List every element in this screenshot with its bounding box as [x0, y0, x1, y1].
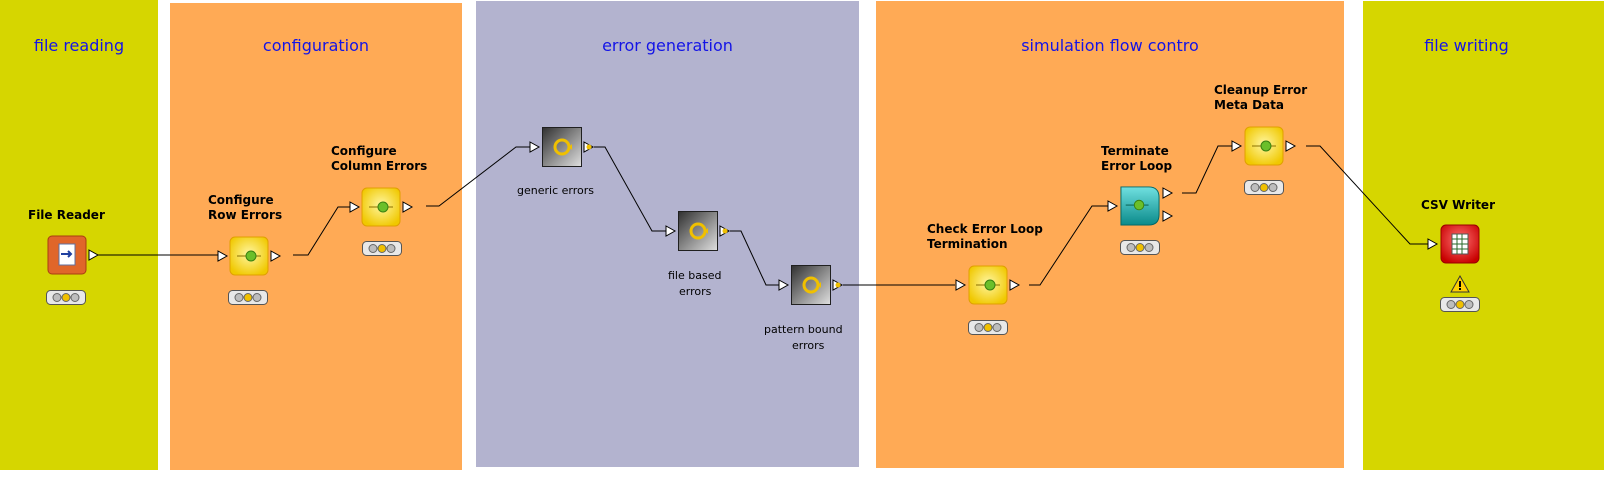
status-traffic-light-icon [362, 241, 402, 256]
annotation-title: file writing [1424, 36, 1509, 55]
output-port-icon[interactable] [1285, 140, 1297, 152]
csv-writer-icon[interactable] [1440, 224, 1480, 264]
node-label-line-2: Termination [927, 237, 1008, 251]
status-traffic-light-icon [46, 290, 86, 305]
node-label-line-1: Cleanup Error [1214, 83, 1308, 97]
node-label: CSV Writer [1421, 198, 1495, 212]
output-port-icon[interactable] [88, 249, 100, 261]
node-label-line-2: errors [792, 339, 825, 352]
status-traffic-light-icon [1440, 297, 1480, 312]
output-port-icon[interactable] [719, 225, 731, 237]
loop-end-icon[interactable] [1120, 186, 1160, 226]
input-port-icon[interactable] [349, 201, 361, 213]
annotation-simulation-flow-control[interactable]: simulation flow contro [876, 1, 1344, 468]
output-port-icon[interactable] [583, 141, 595, 153]
node-label-line-1: Configure [208, 193, 274, 207]
status-traffic-light-icon [1244, 180, 1284, 195]
input-port-icon[interactable] [217, 250, 229, 262]
manipulator-icon[interactable] [1244, 126, 1284, 166]
manipulator-icon[interactable] [229, 236, 269, 276]
status-traffic-light-icon [228, 290, 268, 305]
input-port-icon[interactable] [529, 141, 541, 153]
node-label-line-2: Row Errors [208, 208, 283, 222]
output-port-icon[interactable] [270, 250, 282, 262]
node-label-line-2: Column Errors [331, 159, 428, 173]
output-port-icon[interactable] [832, 279, 844, 291]
output-port-icon[interactable] [1009, 279, 1021, 291]
metanode-icon[interactable] [678, 211, 718, 251]
metanode-icon[interactable] [542, 127, 582, 167]
node-label-line-2: Error Loop [1101, 159, 1173, 173]
input-port-icon[interactable] [778, 279, 790, 291]
output-port-icon[interactable] [402, 201, 414, 213]
annotation-file-writing[interactable]: file writing [1363, 1, 1604, 470]
node-label-line-1: pattern bound [764, 323, 843, 336]
annotation-title: simulation flow contro [1021, 36, 1199, 55]
input-port-icon[interactable] [665, 225, 677, 237]
input-port-icon[interactable] [955, 279, 967, 291]
file-reader-icon[interactable] [47, 235, 87, 275]
annotation-title: error generation [602, 36, 733, 55]
node-label: generic errors [517, 184, 594, 197]
annotation-file-reading[interactable]: file reading [0, 0, 158, 470]
output-port-icon[interactable] [1162, 187, 1174, 199]
input-port-icon[interactable] [1427, 238, 1439, 250]
annotation-title: configuration [262, 36, 370, 55]
warning-icon [1450, 274, 1470, 293]
manipulator-icon[interactable] [361, 187, 401, 227]
node-label-line-1: Check Error Loop [927, 222, 1043, 236]
node-label-line-2: Meta Data [1214, 98, 1284, 112]
node-label-line-1: Terminate [1101, 144, 1169, 158]
output-port-icon[interactable] [1162, 210, 1174, 222]
node-label: File Reader [28, 208, 105, 222]
metanode-icon[interactable] [791, 265, 831, 305]
node-label-line-1: Configure [331, 144, 397, 158]
annotation-title: file reading [33, 36, 125, 55]
status-traffic-light-icon [1120, 240, 1160, 255]
annotation-configuration[interactable]: configuration [170, 3, 462, 470]
input-port-icon[interactable] [1107, 200, 1119, 212]
input-port-icon[interactable] [1231, 140, 1243, 152]
node-label-line-2: errors [679, 285, 712, 298]
manipulator-icon[interactable] [968, 265, 1008, 305]
status-traffic-light-icon [968, 320, 1008, 335]
node-label-line-1: file based [668, 269, 722, 282]
